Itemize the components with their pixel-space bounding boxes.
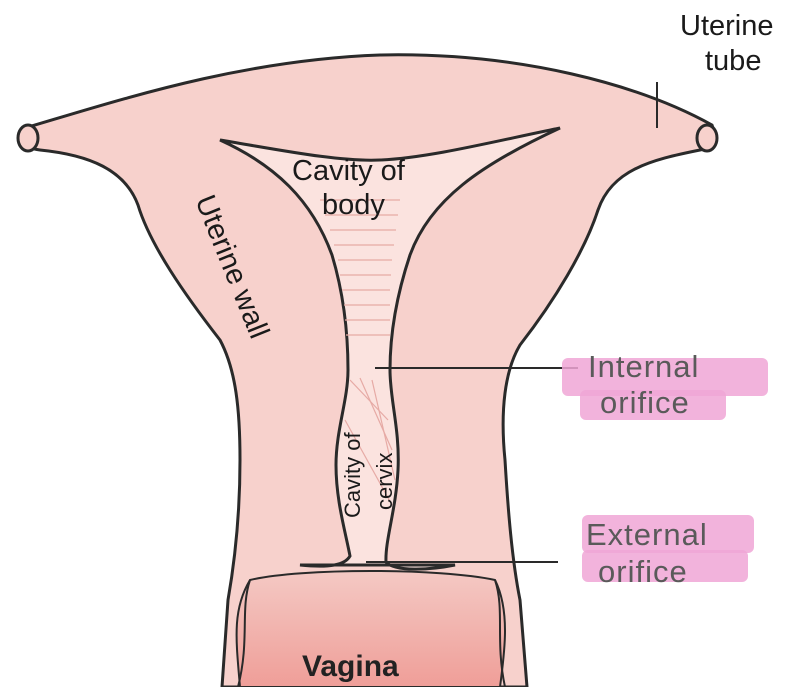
label-external-orifice-line1: External	[586, 517, 708, 552]
label-cavity-body-line2: body	[322, 189, 385, 221]
label-internal-orifice-line2: orifice	[600, 385, 690, 420]
label-vagina: Vagina	[302, 650, 399, 683]
right-tube-end	[697, 125, 717, 151]
label-cavity-cervix-line2: cervix	[372, 453, 397, 510]
label-uterine-tube-line2: tube	[705, 45, 761, 77]
label-cavity-cervix-line1: Cavity of	[340, 432, 365, 518]
label-external-orifice-line2: orifice	[598, 554, 688, 589]
label-cavity-body-line1: Cavity of	[292, 155, 406, 187]
label-uterine-tube-line1: Uterine	[680, 10, 774, 42]
label-internal-orifice-line1: Internal	[588, 349, 699, 384]
left-tube-end	[18, 125, 38, 151]
